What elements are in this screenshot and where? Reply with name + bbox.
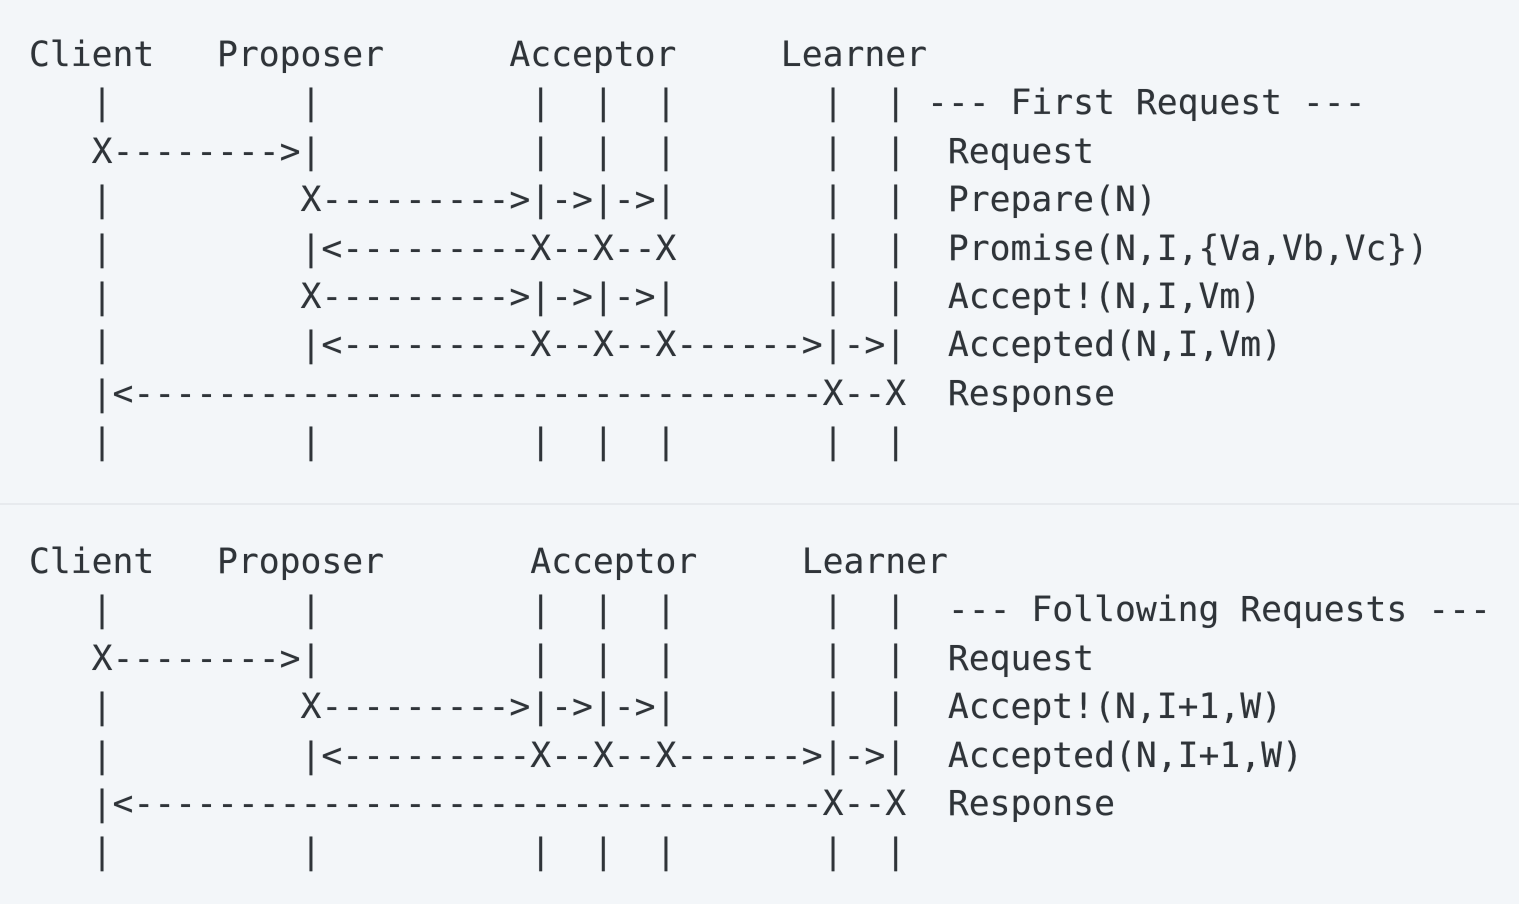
- section-divider: [0, 503, 1519, 505]
- following-requests-ascii-diagram: Client Proposer Acceptor Learner | | | |…: [29, 542, 1491, 873]
- first-request-ascii-diagram: Client Proposer Acceptor Learner | | | |…: [29, 35, 1429, 463]
